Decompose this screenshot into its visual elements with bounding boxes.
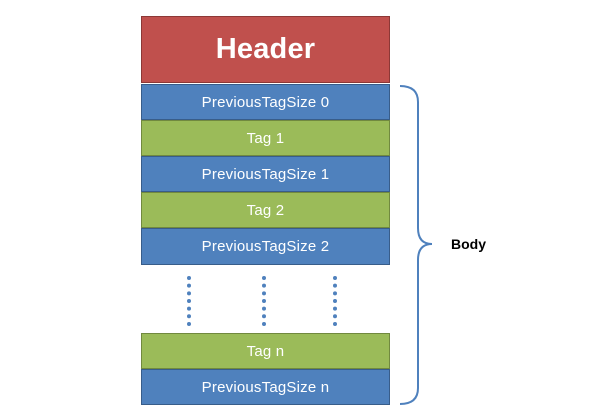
ellipsis-dots-center bbox=[262, 276, 270, 326]
ellipsis-dots-right bbox=[333, 276, 341, 326]
header-block: Header bbox=[141, 16, 390, 83]
tag-n-block: Tag n bbox=[141, 333, 390, 369]
previous-tag-size-0-block: PreviousTagSize 0 bbox=[141, 84, 390, 120]
ellipsis-dots-left bbox=[187, 276, 195, 326]
body-brace-icon bbox=[399, 85, 433, 405]
previous-tag-size-1-block: PreviousTagSize 1 bbox=[141, 156, 390, 192]
tag-2-block: Tag 2 bbox=[141, 192, 390, 228]
tag-1-block: Tag 1 bbox=[141, 120, 390, 156]
previous-tag-size-2-block: PreviousTagSize 2 bbox=[141, 228, 390, 265]
previous-tag-size-n-block: PreviousTagSize n bbox=[141, 369, 390, 405]
body-label: Body bbox=[451, 236, 486, 252]
